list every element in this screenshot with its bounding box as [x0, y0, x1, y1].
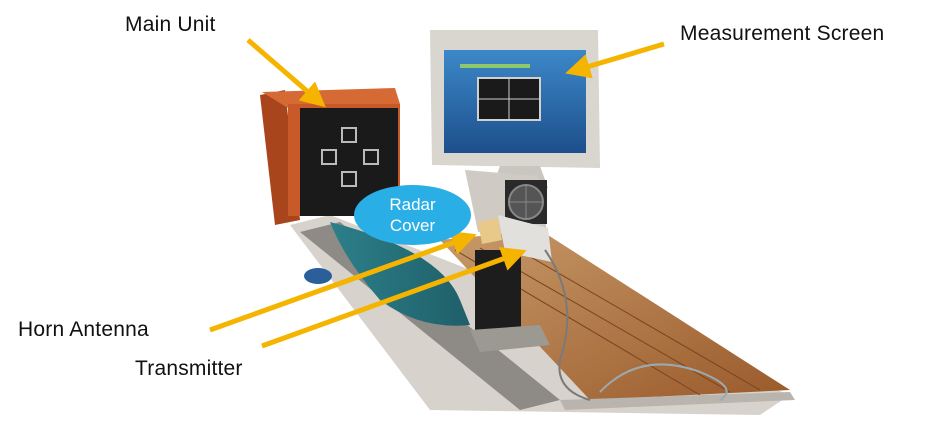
arrow-transmitter: [261, 247, 527, 349]
label-transmitter: Transmitter: [135, 357, 243, 380]
radar-cover-line2: Cover: [389, 216, 436, 235]
label-measurement-screen: Measurement Screen: [680, 22, 885, 45]
cable: [599, 363, 728, 401]
radar-cover-line1: Radar: [389, 195, 436, 214]
mouse-icon: [304, 268, 332, 284]
absorber-sheet: [330, 222, 470, 326]
label-horn-antenna: Horn Antenna: [18, 318, 149, 341]
radar-cover-bubble: Radar Cover: [354, 185, 471, 245]
arrow-measurement-screen: [565, 41, 665, 79]
main-unit-device: [260, 88, 400, 225]
measurement-monitor: [430, 30, 600, 188]
arrow-main-unit: [246, 38, 326, 108]
label-main-unit: Main Unit: [125, 13, 216, 36]
arrow-horn-antenna: [209, 230, 477, 333]
